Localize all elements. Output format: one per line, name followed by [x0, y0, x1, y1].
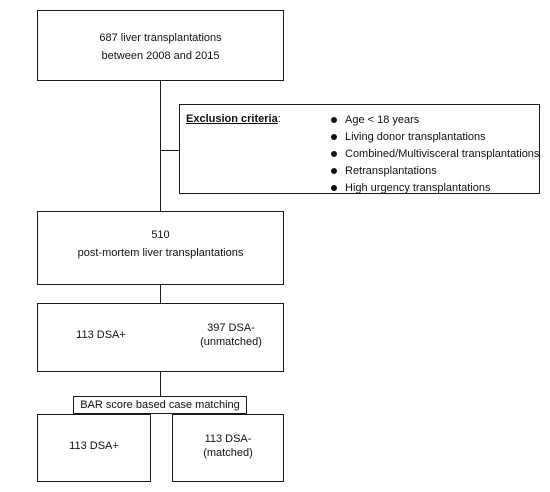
- matched-dsa-positive-count: 113 DSA+: [69, 440, 119, 452]
- post-mortem-count: 510: [151, 229, 170, 241]
- matched-dsa-positive-box: 113 DSA+: [37, 414, 151, 482]
- dsa-negative-unmatched-label: (unmatched): [200, 336, 262, 348]
- dsa-negative-unmatched-count: 397 DSA-: [207, 322, 255, 334]
- exclusion-criteria-heading: Exclusion criteria:: [186, 112, 281, 126]
- matching-label: BAR score based case matching: [80, 399, 240, 411]
- connector-to-exclusion: [160, 150, 180, 151]
- matched-dsa-negative-box: 113 DSA- (matched): [172, 414, 284, 482]
- exclusion-item-high-urgency: High urgency transplantations: [331, 181, 539, 198]
- total-transplantations-period: between 2008 and 2015: [101, 50, 220, 62]
- exclusion-criteria-colon: :: [277, 113, 281, 125]
- matching-label-box: BAR score based case matching: [73, 396, 247, 414]
- exclusion-criteria-title: Exclusion criteria: [186, 113, 278, 125]
- post-mortem-label: post-mortem liver transplantations: [77, 247, 244, 259]
- exclusion-item-age: Age < 18 years: [331, 113, 539, 130]
- exclusion-item-living-donor: Living donor transplantations: [331, 130, 539, 147]
- total-transplantations-box: 687 liver transplantations between 2008 …: [37, 10, 284, 81]
- connector-top-to-mid: [160, 80, 161, 211]
- dsa-positive-count: 113 DSA+: [76, 329, 126, 341]
- connector-mid-to-split: [160, 285, 161, 303]
- matched-dsa-negative-label: (matched): [203, 447, 253, 459]
- exclusion-criteria-box: Exclusion criteria: Age < 18 years Livin…: [179, 104, 540, 194]
- dsa-split-box: 113 DSA+ 397 DSA- (unmatched): [37, 303, 284, 372]
- exclusion-item-retransplantations: Retransplantations: [331, 164, 539, 181]
- post-mortem-box: 510 post-mortem liver transplantations: [37, 211, 284, 285]
- total-transplantations-count: 687 liver transplantations: [99, 32, 222, 44]
- exclusion-item-combined: Combined/Multivisceral transplantations: [331, 147, 539, 164]
- matched-dsa-negative-count: 113 DSA-: [204, 433, 252, 445]
- connector-split-to-matching: [160, 371, 161, 396]
- exclusion-criteria-list: Age < 18 years Living donor transplantat…: [331, 113, 539, 198]
